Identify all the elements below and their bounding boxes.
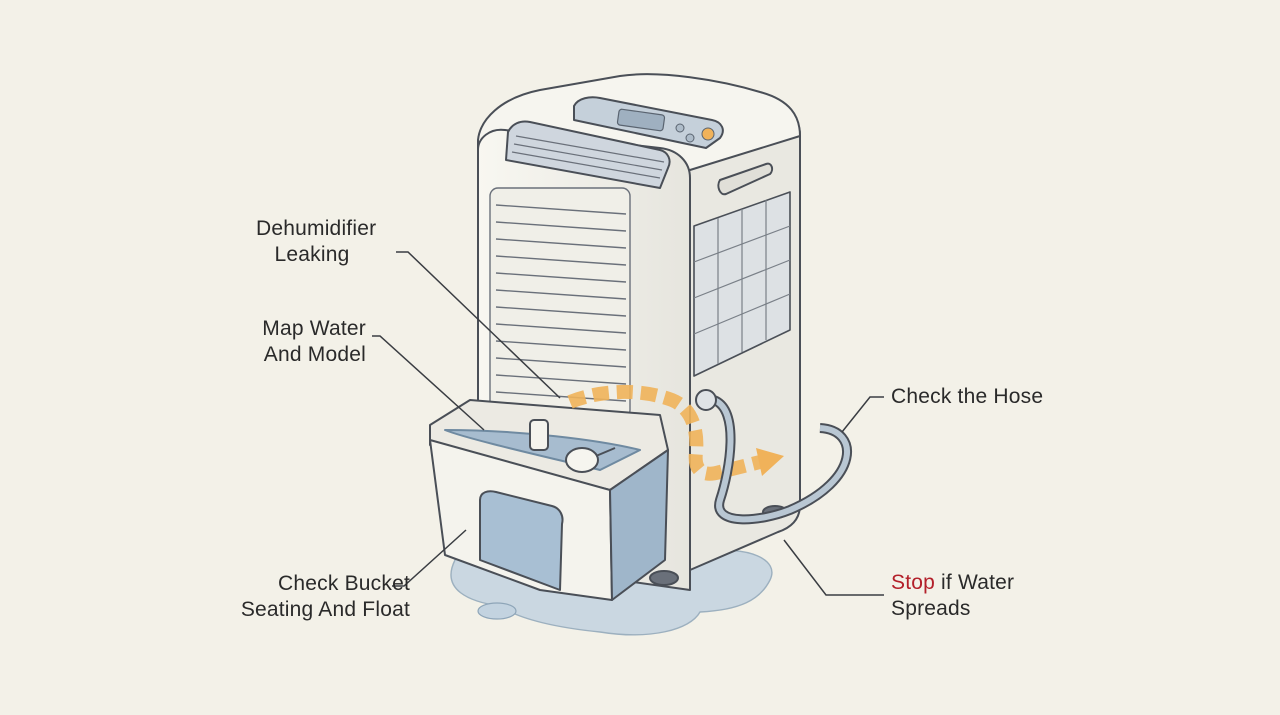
label-stop-word: Stop bbox=[891, 571, 935, 594]
label-stop-water: Stop if Water Spreads bbox=[891, 570, 1014, 622]
label-map-line2: And Model bbox=[263, 343, 366, 366]
label-bucket-line2: Seating And Float bbox=[240, 598, 410, 621]
label-leak-line2: Leaking bbox=[274, 243, 350, 266]
label-map-water: Map Water And Model bbox=[252, 316, 366, 368]
float-ball-icon bbox=[565, 447, 599, 473]
label-dehumidifier-leaking: Dehumidifier Leaking bbox=[256, 216, 377, 268]
label-bucket-line1: Check Bucket bbox=[278, 572, 410, 595]
water-flow-arrow-icon bbox=[567, 384, 784, 481]
label-stop-line2: Spreads bbox=[891, 597, 971, 620]
label-leak-line1: Dehumidifier bbox=[256, 217, 377, 240]
label-stop-line1: Stop if Water bbox=[891, 570, 1014, 596]
water-bucket-icon bbox=[429, 399, 669, 601]
label-stop-rest: if Water bbox=[935, 571, 1015, 594]
label-map-line1: Map Water bbox=[262, 317, 366, 340]
label-check-bucket: Check Bucket Seating And Float bbox=[222, 571, 410, 623]
label-check-hose: Check the Hose bbox=[891, 385, 1044, 408]
drain-hose-icon bbox=[695, 389, 852, 525]
leader-lines bbox=[372, 251, 884, 596]
